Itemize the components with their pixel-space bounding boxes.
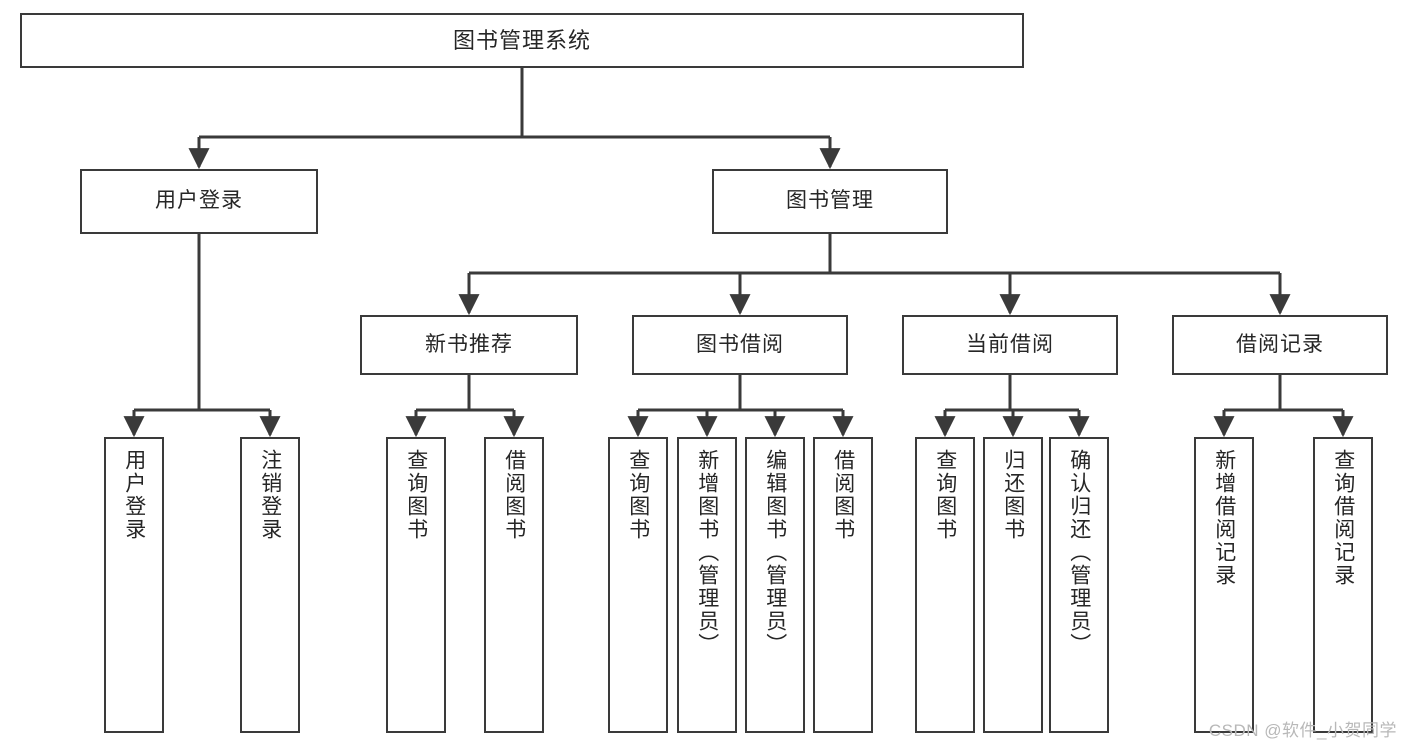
csdn-watermark: CSDN @软件_小贺同学 [1208, 721, 1397, 740]
leaf-node-8[interactable]: 查询图书 [915, 437, 975, 733]
leaf-node-9[interactable]: 归还图书 [983, 437, 1043, 733]
leaf-node-11[interactable]: 新增借阅记录 [1194, 437, 1254, 733]
root-node-图书管理系统[interactable]: 图书管理系统 [20, 13, 1024, 68]
leaf-node-10[interactable]: 确认归还（管理员） [1049, 437, 1109, 733]
leaf-node-1-label: 注销登录 [258, 449, 282, 541]
leaf-node-10-label: 确认归还（管理员） [1067, 449, 1091, 656]
leaf-node-3[interactable]: 借阅图书 [484, 437, 544, 733]
leaf-node-2-label: 查询图书 [404, 449, 428, 541]
level3-node-3[interactable]: 借阅记录 [1172, 315, 1388, 375]
leaf-node-2[interactable]: 查询图书 [386, 437, 446, 733]
level3-node-1[interactable]: 图书借阅 [632, 315, 848, 375]
leaf-node-4-label: 查询图书 [626, 449, 650, 541]
level3-node-1-label: 图书借阅 [696, 332, 784, 356]
leaf-node-7-label: 借阅图书 [831, 449, 855, 541]
leaf-node-6-label: 编辑图书（管理员） [763, 449, 787, 656]
leaf-node-9-label: 归还图书 [1001, 449, 1025, 541]
level2-node-0-label: 用户登录 [155, 189, 243, 213]
root-node-图书管理系统-label: 图书管理系统 [452, 27, 591, 53]
level3-node-0[interactable]: 新书推荐 [360, 315, 578, 375]
level2-node-0[interactable]: 用户登录 [80, 169, 318, 234]
level2-node-1[interactable]: 图书管理 [712, 169, 948, 234]
leaf-node-5-label: 新增图书（管理员） [695, 449, 719, 656]
leaf-node-4[interactable]: 查询图书 [608, 437, 668, 733]
level3-node-0-label: 新书推荐 [425, 332, 513, 356]
level2-node-1-label: 图书管理 [786, 189, 874, 213]
leaf-node-3-label: 借阅图书 [502, 449, 526, 541]
leaf-node-6[interactable]: 编辑图书（管理员） [745, 437, 805, 733]
leaf-node-0-label: 用户登录 [122, 449, 146, 541]
leaf-node-0[interactable]: 用户登录 [104, 437, 164, 733]
leaf-node-12[interactable]: 查询借阅记录 [1313, 437, 1373, 733]
level3-node-2-label: 当前借阅 [966, 332, 1054, 356]
level3-node-3-label: 借阅记录 [1236, 332, 1324, 356]
leaf-node-11-label: 新增借阅记录 [1212, 449, 1236, 587]
leaf-node-8-label: 查询图书 [933, 449, 957, 541]
leaf-node-5[interactable]: 新增图书（管理员） [677, 437, 737, 733]
leaf-node-7[interactable]: 借阅图书 [813, 437, 873, 733]
leaf-node-12-label: 查询借阅记录 [1331, 449, 1355, 587]
leaf-node-1[interactable]: 注销登录 [240, 437, 300, 733]
level3-node-2[interactable]: 当前借阅 [902, 315, 1118, 375]
